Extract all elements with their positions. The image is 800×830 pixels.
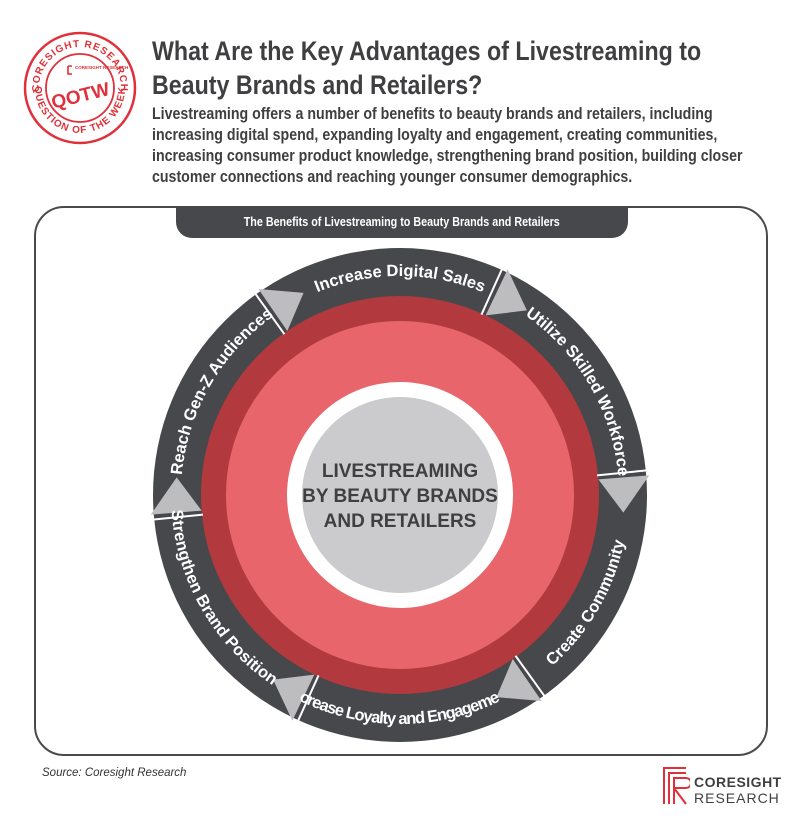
intro-paragraph: Livestreaming offers a number of benefit… <box>152 105 743 186</box>
separator-arrow <box>150 477 202 515</box>
separator-gap <box>596 469 650 477</box>
center-label-line: AND RETAILERS <box>324 511 477 532</box>
source-note: Source: Coresight Research <box>42 767 187 779</box>
center-circle <box>302 397 498 593</box>
page-title: What Are the Key Advantages of Livestrea… <box>152 36 702 100</box>
separator-arrow <box>258 288 304 331</box>
coresight-logo: CORESIGHT RESEARCH <box>660 764 790 812</box>
stamp-mini-logo-icon <box>67 65 72 75</box>
stamp-mini-logo: CORESIGHT RESEARCH <box>75 65 128 70</box>
qotw-stamp: CORESIGHT RESEARCH QUESTION OF THE WEEK … <box>23 31 137 145</box>
separator-arrow <box>485 269 527 316</box>
separator-gap <box>295 675 320 725</box>
coresight-logo-icon <box>663 767 690 805</box>
center-label-line: LIVESTREAMING <box>322 461 478 482</box>
separator-arrow <box>598 475 650 513</box>
separator-arrow <box>496 659 542 702</box>
diagram-banner: The Benefits of Livestreaming to Beauty … <box>176 206 628 238</box>
separator-gap <box>480 265 505 315</box>
logo-name: CORESIGHT <box>694 774 782 790</box>
separator-arrow <box>273 674 315 721</box>
separator-gap <box>514 655 548 700</box>
center-label-line: BY BEAUTY BRANDS <box>302 486 498 507</box>
separator-gap <box>150 513 204 521</box>
separator-gap <box>252 290 286 335</box>
logo-subtitle: RESEARCH <box>694 790 780 806</box>
diagram-banner-text: The Benefits of Livestreaming to Beauty … <box>243 215 560 229</box>
